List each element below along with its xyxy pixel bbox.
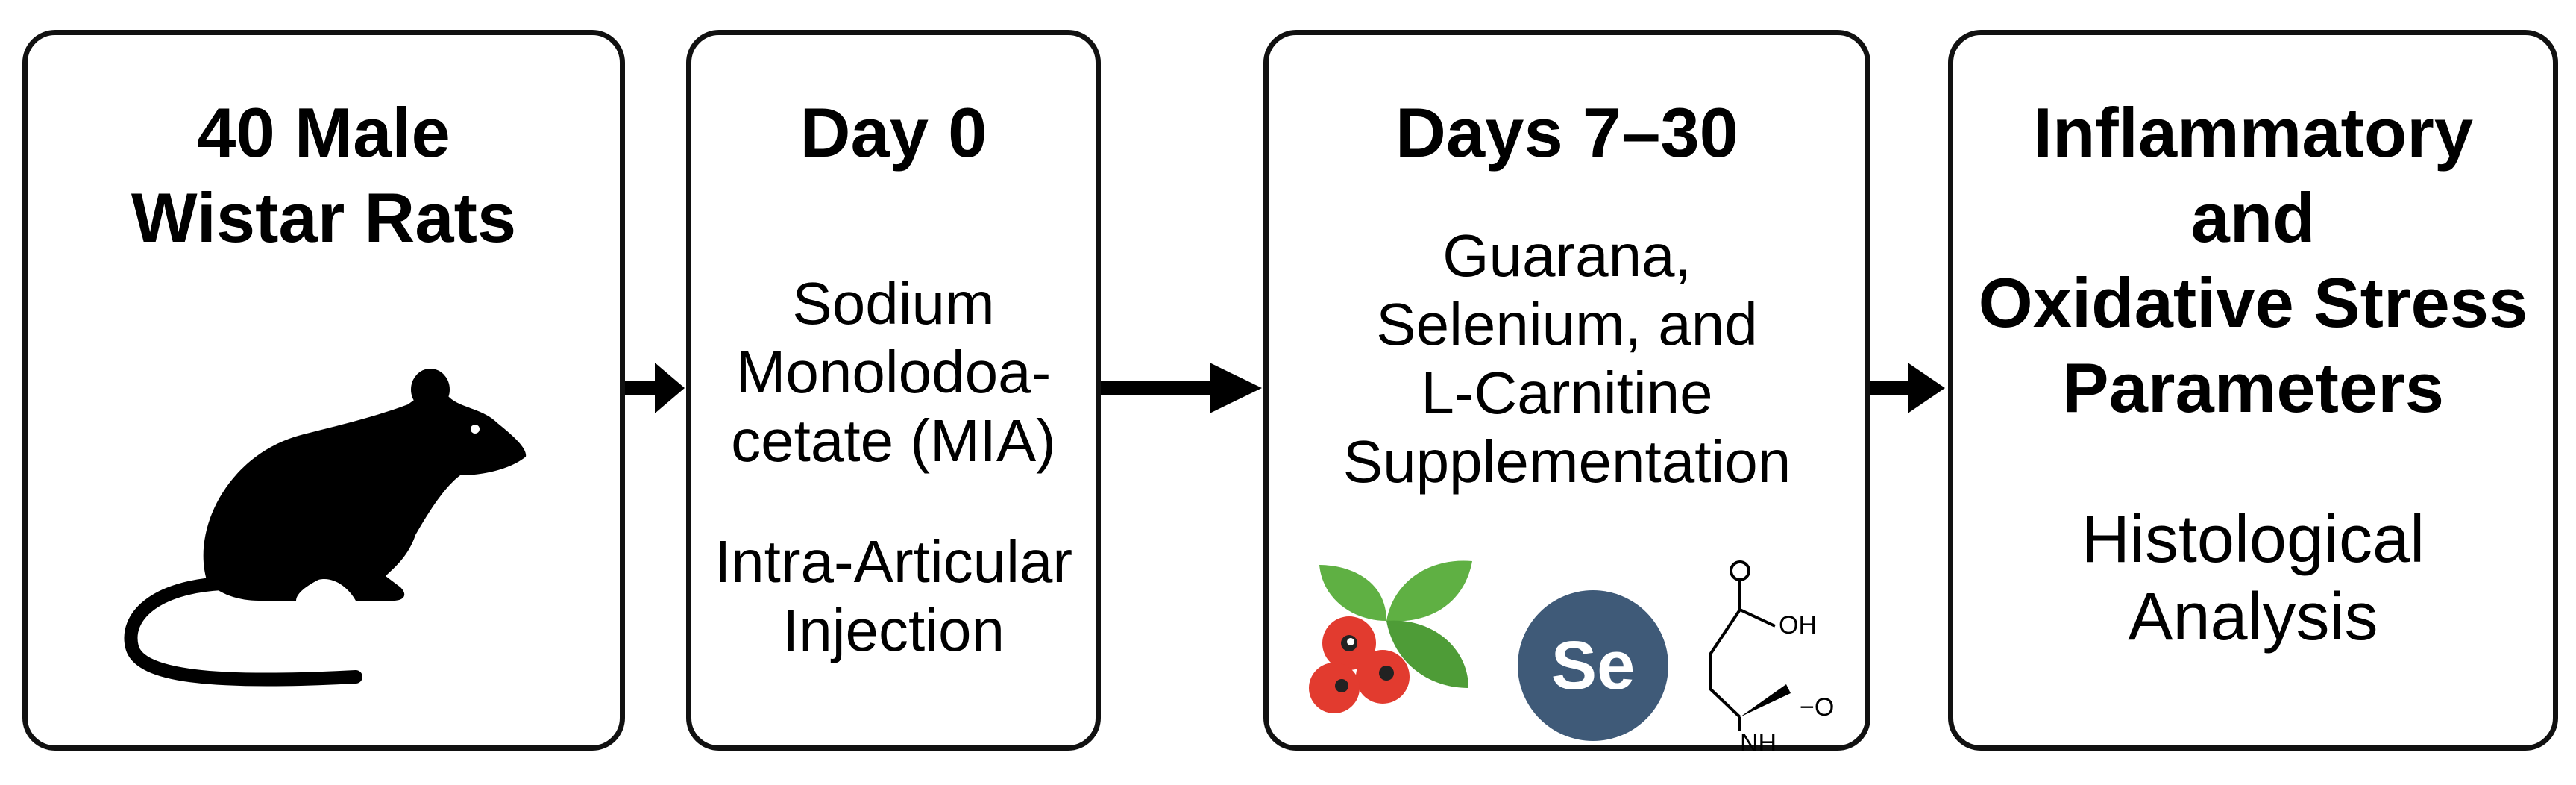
subjects-title-line-1: 40 Male [197,93,450,172]
subjects-title-line-2: Wistar Rats [131,178,517,257]
analysis-line-1: Histological [2081,502,2425,577]
guarana-berries-icon [1309,560,1472,713]
carnitine-oh-label: OH [1779,611,1817,639]
days-title: Days 7–30 [1395,93,1738,172]
l-carnitine-structure-icon: OH −O NH [1709,560,1834,753]
arrow-3 [1870,363,1945,413]
analysis-line-2: Analysis [2128,580,2378,654]
step-box-day0: Day 0 Sodium Monolodoa- cetate (MIA) Int… [686,30,1101,751]
carnitine-nh-label: NH [1740,729,1777,753]
outcome-title-line-4: Parameters [2061,348,2445,427]
substance-line-2: Monolodoa- [735,339,1052,405]
outcome-title-line-1: Inflammatory [2032,93,2474,172]
substance-line-3: cetate (MIA) [731,407,1056,474]
outcome-title-line-2: and [2190,178,2316,257]
outcome-title-line-3: Oxidative Stress [1978,263,2528,342]
step-box-outcomes: Inflammatory and Oxidative Stress Parame… [1948,30,2558,751]
supplement-line-4: Supplementation [1342,428,1791,495]
substance-line-1: Sodium [792,270,995,337]
carnitine-o-label: −O [1800,693,1834,722]
selenium-symbol: Se [1551,628,1636,704]
day0-title: Day 0 [799,93,987,172]
step-box-subjects: 40 Male Wistar Rats [22,30,625,751]
supplement-line-2: Selenium, and [1376,291,1758,357]
arrow-2 [1101,363,1262,413]
rat-icon [124,369,527,687]
supplement-line-3: L-Carnitine [1421,360,1713,426]
selenium-icon: Se [1518,590,1668,741]
supplement-line-1: Guarana, [1442,222,1691,289]
route-line-1: Intra-Articular [714,528,1073,595]
route-line-2: Injection [782,597,1005,663]
arrow-1 [625,363,685,413]
step-box-supplementation: Days 7–30 Guarana, Selenium, and L-Carni… [1263,30,1870,753]
